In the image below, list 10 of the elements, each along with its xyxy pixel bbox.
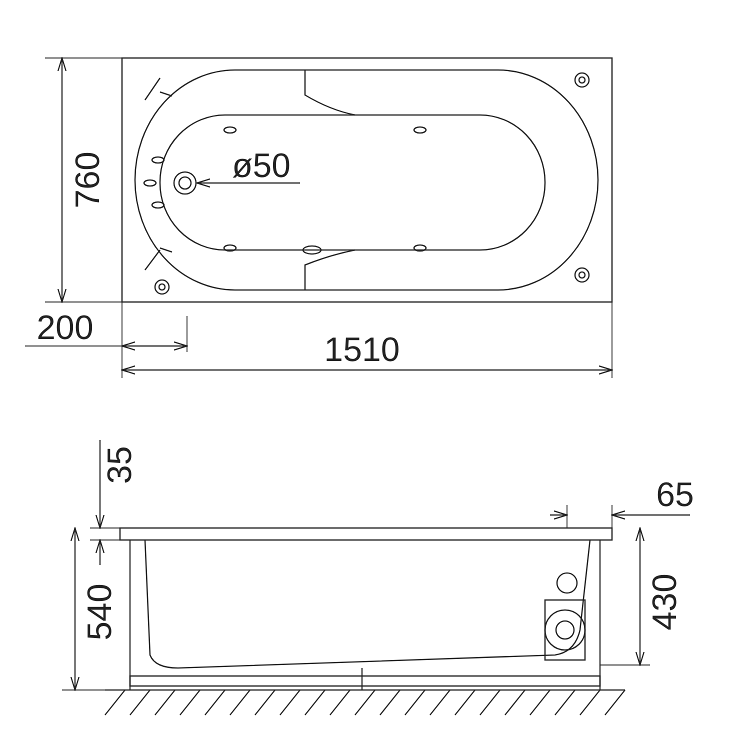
dimension-value: 35 <box>103 446 137 484</box>
dimension-value: 540 <box>83 584 117 640</box>
leader-line <box>196 178 300 188</box>
dimension-value: 430 <box>648 574 682 630</box>
diameter-label: ø50 <box>232 149 291 183</box>
dimension-value: 200 <box>36 311 94 345</box>
dimension-value: 760 <box>71 152 105 208</box>
dimension-value: 65 <box>656 478 694 512</box>
dimension-value: 1510 <box>324 333 400 367</box>
drain-hole <box>173 171 197 195</box>
